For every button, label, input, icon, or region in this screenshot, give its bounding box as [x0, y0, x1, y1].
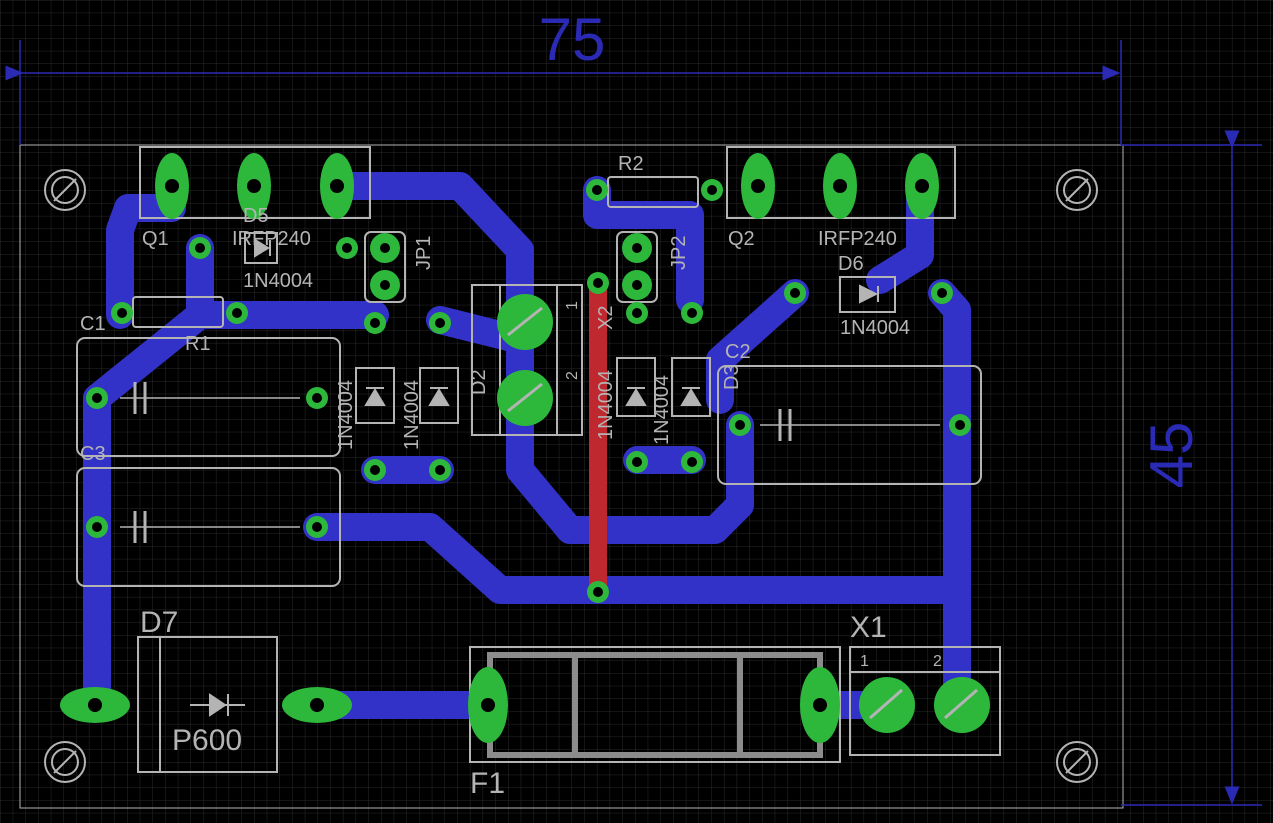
- x1-body: [849, 646, 1001, 756]
- d5-name-label: D5: [243, 205, 269, 227]
- mounting-hole-icon: [44, 741, 86, 783]
- q1-value-label: IRFP240: [232, 228, 311, 250]
- capacitor-icon: [120, 511, 300, 543]
- x1-name-label: X1: [850, 611, 887, 644]
- x1-pin1-label: 1: [860, 653, 869, 670]
- dimension-height-label: 45: [1138, 422, 1205, 489]
- d7-value-label: P600: [172, 724, 242, 757]
- q1-name-label: Q1: [142, 228, 169, 250]
- diode-icon: [254, 238, 271, 258]
- trace-d6-left: [706, 279, 809, 414]
- d6-value-label: 1N4004: [840, 317, 910, 339]
- mounting-holes: [44, 169, 1098, 783]
- d4-body: [419, 367, 459, 424]
- mounting-hole-icon: [44, 169, 86, 211]
- diode-icon: [364, 387, 702, 406]
- diode-icon: [190, 693, 245, 717]
- r2-name-label: R2: [618, 153, 644, 175]
- dimension-lines: [5, 40, 1262, 806]
- jp1-body: [364, 231, 406, 303]
- c3-lower-body: [76, 467, 341, 587]
- d7-name-label: D7: [140, 606, 178, 639]
- trace-r2: [583, 176, 704, 314]
- d7-body: [137, 636, 278, 773]
- trace-gnd-bus: [83, 301, 214, 412]
- q2-body: [726, 146, 956, 219]
- symbols: [120, 238, 940, 717]
- x2-pin2-label: 2: [564, 371, 581, 380]
- x2-body: [471, 284, 583, 436]
- d4-value-label: 1N4004: [401, 380, 423, 450]
- capacitor-icon: [760, 409, 940, 441]
- dimension-width-label: 75: [539, 6, 606, 73]
- board-outline: [19, 144, 1124, 809]
- d6-body: [839, 276, 896, 313]
- c2-name-label: C2: [725, 341, 751, 363]
- c3-upper-body: [76, 337, 341, 457]
- trace-c-bottom-right: [303, 513, 971, 714]
- d3-name-label: D3: [721, 364, 743, 390]
- c2-body: [717, 365, 982, 485]
- d3-value-label: 1N4004: [651, 375, 673, 445]
- d2-body: [616, 357, 656, 417]
- large-labels: D7 P600 F1 X1: [140, 606, 887, 800]
- d2-name-label: D2: [468, 369, 490, 395]
- component-labels: Q1 D5 IRFP240 1N4004 JP1 C1 R1 C3 1N4004…: [80, 153, 942, 670]
- trace-drain-left: [323, 172, 754, 544]
- q2-name-label: Q2: [728, 228, 755, 250]
- d1-value-label: 1N4004: [335, 380, 357, 450]
- f1-name-label: F1: [470, 767, 505, 800]
- r1-name-label: R1: [185, 333, 211, 355]
- x2-name-label: X2: [595, 306, 617, 330]
- diode-icon: [859, 284, 879, 304]
- q1-body: [139, 146, 371, 219]
- d3-body: [671, 357, 711, 417]
- d5-value-label: 1N4004: [243, 270, 313, 292]
- mounting-hole-icon: [1056, 741, 1098, 783]
- x2-pin1-label: 1: [564, 301, 581, 310]
- jp2-name-label: JP2: [668, 236, 690, 270]
- mounting-hole-icon: [1056, 169, 1098, 211]
- d5-body: [244, 232, 278, 264]
- c1-name-label: C1: [80, 313, 106, 335]
- d1-body: [355, 367, 395, 424]
- pads: [60, 153, 990, 743]
- capacitor-icon: [120, 382, 300, 414]
- d2-value-label: 1N4004: [595, 370, 617, 440]
- q2-value-label: IRFP240: [818, 228, 897, 250]
- trace-right-bus: [928, 279, 971, 604]
- x1-pin2-label: 2: [933, 653, 942, 670]
- r2-body: [607, 176, 699, 208]
- d6-name-label: D6: [838, 253, 864, 275]
- jp1-name-label: JP1: [413, 236, 435, 270]
- r1-body: [132, 296, 224, 328]
- c3-name-label: C3: [80, 443, 106, 465]
